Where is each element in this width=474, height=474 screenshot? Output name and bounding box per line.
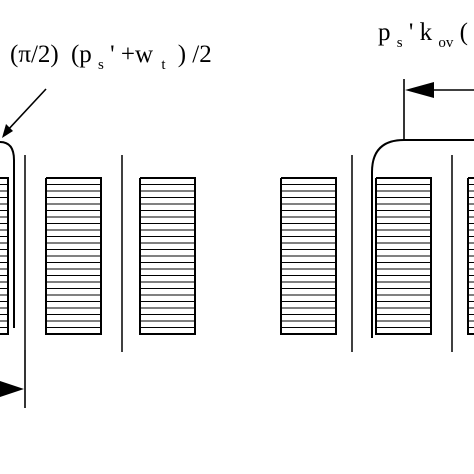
- right-formula-k: ' k: [409, 19, 433, 46]
- left-formula-sub-s: s: [98, 57, 104, 73]
- left-formula-tail: ) /2: [178, 41, 212, 68]
- coil-block: [45, 177, 102, 335]
- left-formula-plus-w: ' +w: [110, 41, 153, 68]
- left-formula-p: (p: [71, 41, 92, 68]
- right-formula-label: p s ' k ov (: [378, 19, 468, 53]
- coil-block: [375, 177, 432, 335]
- left-formula-label: (π/2) (p s ' +w t ) /2: [10, 41, 212, 75]
- leader-line: [5, 88, 47, 133]
- right-formula-p: p: [378, 19, 391, 46]
- right-formula-tail: (: [460, 19, 468, 46]
- left-end-turn: [0, 141, 15, 328]
- coil-block: [280, 177, 337, 335]
- right-formula-sub-ov: ov: [438, 35, 454, 51]
- left-formula-pi: (π/2): [10, 41, 59, 68]
- coil-block: [139, 177, 196, 335]
- right-dimension-arrowhead: [405, 82, 434, 98]
- left-formula-sub-t: t: [161, 57, 166, 73]
- coil-block-right-partial: [467, 177, 474, 335]
- bottom-dimension-arrowhead: [0, 381, 24, 397]
- leader-arrowhead: [2, 124, 13, 138]
- coil-block-left-partial: [0, 177, 9, 335]
- right-formula-sub-s: s: [397, 35, 403, 51]
- right-end-turn: [371, 139, 474, 338]
